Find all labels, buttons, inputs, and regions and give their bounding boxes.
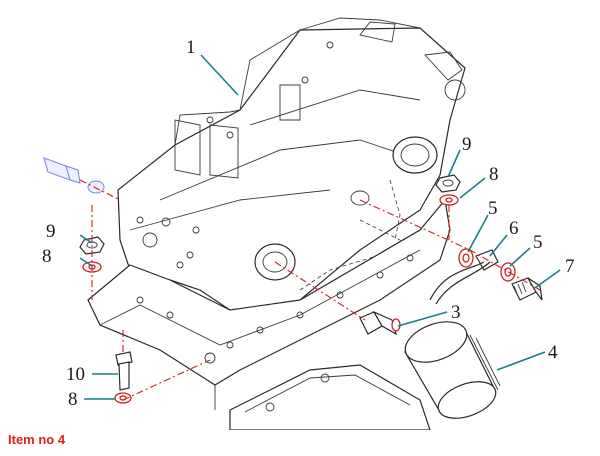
exploded-parts-diagram: 1 3 4 5 5 6 7 8 8 8 9 9 10 <box>42 17 575 430</box>
washer-right <box>439 194 459 206</box>
ghost-fitting <box>43 157 105 194</box>
callout-9-left: 9 <box>46 221 56 242</box>
callout-5-lower: 5 <box>533 232 543 253</box>
callout-4: 4 <box>548 342 558 363</box>
nut-right <box>435 174 461 193</box>
callout-9-right: 9 <box>462 134 472 155</box>
callout-6: 6 <box>509 218 519 239</box>
washer-5a <box>458 248 474 268</box>
callout-8-right: 8 <box>489 164 499 185</box>
callout-labels: 1 3 4 5 5 6 7 8 8 8 9 9 10 <box>42 37 575 410</box>
callout-8-bottom: 8 <box>68 389 78 410</box>
callout-10: 10 <box>66 364 85 385</box>
base-flange <box>87 198 451 430</box>
filter-adapter <box>359 310 401 336</box>
leader-lines <box>79 54 561 400</box>
bolt <box>115 351 133 391</box>
oil-filter <box>404 321 501 419</box>
banjo-fitting <box>429 249 499 305</box>
callout-1: 1 <box>186 37 196 58</box>
washer-bottom <box>114 392 132 404</box>
assembly-axes <box>79 179 541 401</box>
banjo-bolt <box>511 277 543 301</box>
item-caption: Item no 4 <box>8 432 66 447</box>
callout-8-left: 8 <box>42 246 52 267</box>
hydraulic-lift-housing <box>117 17 466 321</box>
callout-3: 3 <box>451 302 461 323</box>
callout-7: 7 <box>565 256 575 277</box>
callout-5-upper: 5 <box>488 198 498 219</box>
washer-5b <box>500 262 516 282</box>
